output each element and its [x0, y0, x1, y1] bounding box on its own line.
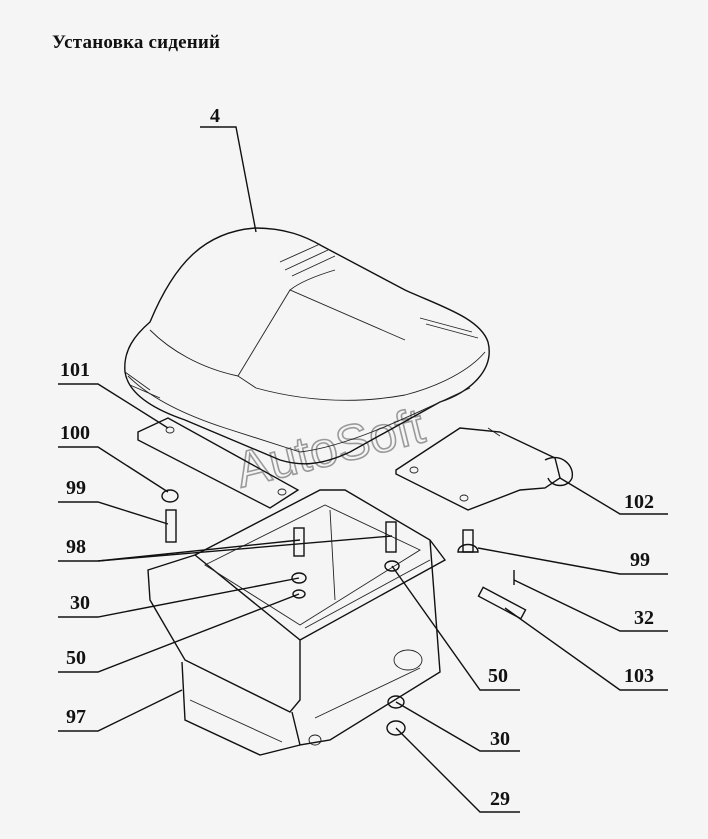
- label-99-right: 99: [630, 549, 650, 571]
- label-30-right: 30: [490, 728, 510, 750]
- pin-103: [477, 586, 527, 620]
- label-100: 100: [60, 422, 90, 444]
- bracket-102: [395, 427, 574, 511]
- label-98: 98: [66, 536, 86, 558]
- nut-29: [386, 720, 406, 736]
- bolt-99-right: [457, 543, 479, 553]
- label-4: 4: [210, 105, 220, 127]
- label-29: 29: [490, 788, 510, 810]
- label-50-left: 50: [66, 647, 86, 669]
- label-50-right: 50: [488, 665, 508, 687]
- label-103: 103: [624, 665, 654, 687]
- washer-50-right: [384, 560, 400, 572]
- plate-101: [137, 417, 300, 509]
- watermark: AutoSoft: [230, 398, 430, 499]
- nut-100: [161, 489, 179, 503]
- part-labels: 4 101 100 99 98 30 50 97 102 99 32 103 5…: [60, 105, 654, 810]
- fasteners: [161, 489, 527, 736]
- washer-50-left: [292, 589, 306, 599]
- washer-30-top: [291, 572, 307, 584]
- seat-base-97: [147, 489, 447, 756]
- label-32: 32: [634, 607, 654, 629]
- bolt-98-left: [293, 527, 305, 557]
- leader-lines: [58, 126, 668, 813]
- label-97: 97: [66, 706, 86, 728]
- label-101: 101: [60, 359, 90, 381]
- label-99-left: 99: [66, 477, 86, 499]
- diagram-title: Установка сидений: [52, 32, 221, 53]
- label-30-left: 30: [70, 592, 90, 614]
- bolt-99-left: [165, 509, 177, 543]
- washer-30-bottom: [387, 695, 405, 709]
- label-102: 102: [624, 491, 654, 513]
